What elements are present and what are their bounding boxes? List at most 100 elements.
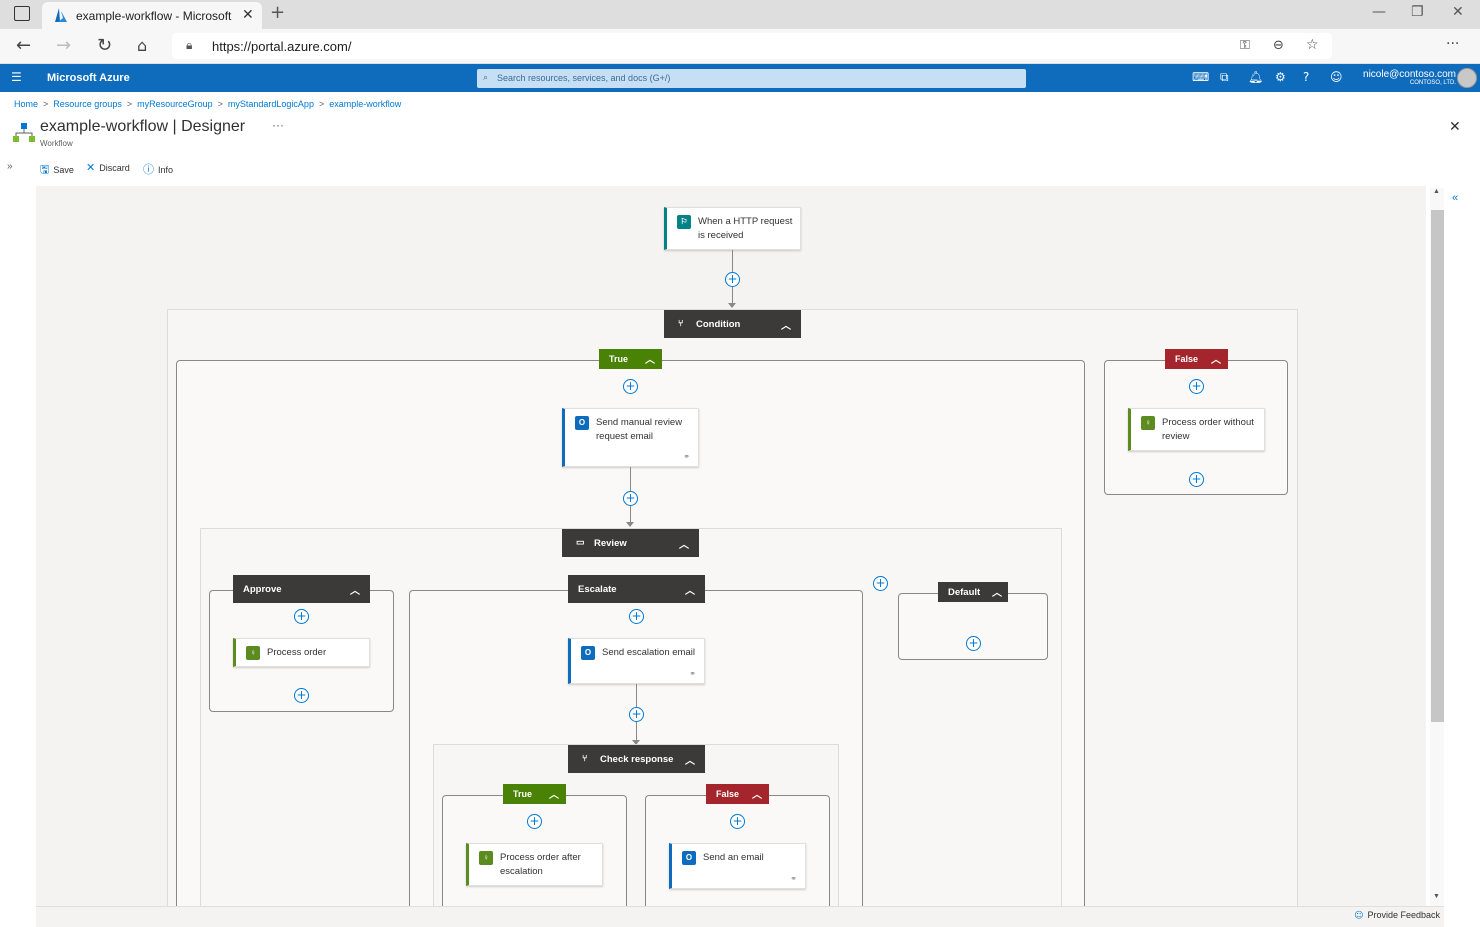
process-order-card[interactable]: ♀ Process order (233, 638, 370, 667)
close-blade-icon[interactable]: ✕ (1449, 119, 1461, 135)
scroll-down-icon[interactable]: ▼ (1433, 893, 1440, 900)
user-account[interactable]: nicole@contoso.com CONTOSO, LTD. (1363, 69, 1456, 86)
minimize-icon[interactable]: — (1372, 4, 1386, 20)
process-without-review-card[interactable]: ♀ Process order without review (1128, 408, 1265, 451)
collapse-chevron-icon: ︿ (685, 756, 695, 767)
review-header[interactable]: ▭ Review ︿ (562, 529, 699, 557)
add-step-button[interactable]: + (629, 609, 644, 624)
send-an-email-title: Send an email (703, 852, 764, 863)
inline-code-icon: ♀ (479, 851, 493, 865)
scroll-up-icon[interactable]: ▲ (1433, 188, 1440, 195)
breadcrumb-home[interactable]: Home (14, 99, 39, 109)
designer-canvas[interactable]: ⚐ When a HTTP request is received + ⑂ Co… (36, 186, 1426, 906)
expand-menu-icon[interactable]: » (7, 161, 13, 172)
trigger-title: When a HTTP request is received (698, 216, 793, 241)
scrollbar-thumb[interactable] (1431, 210, 1444, 722)
help-icon[interactable]: ? (1303, 70, 1310, 84)
key-icon[interactable]: ⚿ (1240, 38, 1250, 53)
directory-icon[interactable]: ⧉ (1220, 70, 1229, 84)
zoom-icon[interactable]: ⊖ (1273, 38, 1284, 53)
send-escalation-card[interactable]: O Send escalation email ⚭ (568, 638, 705, 684)
breadcrumb-resource-group[interactable]: myResourceGroup (137, 99, 213, 109)
breadcrumb-logic-app[interactable]: myStandardLogicApp (227, 99, 314, 109)
browser-tab-strip: example-workflow - Microsoft Azure ✕ + —… (0, 0, 1480, 29)
add-step-button[interactable]: + (629, 707, 644, 722)
avatar[interactable] (1457, 68, 1477, 88)
inline-code-icon: ♀ (246, 646, 260, 660)
add-step-button[interactable]: + (623, 379, 638, 394)
search-placeholder: Search resources, services, and docs (G+… (497, 73, 671, 83)
feedback-icon[interactable]: ☺ (1330, 70, 1343, 84)
browser-menu-icon[interactable] (14, 6, 30, 21)
settings-icon[interactable]: ⚙ (1275, 70, 1286, 84)
send-manual-review-card[interactable]: O Send manual review request email ⚭ (562, 408, 699, 467)
condition-header[interactable]: ⑂ Condition ︿ (664, 310, 801, 338)
collapse-chevron-icon: ︿ (350, 586, 360, 597)
tab-title: example-workflow - Microsoft Azure (76, 9, 234, 23)
save-button[interactable]: 🖫Save (40, 163, 74, 176)
azure-brand[interactable]: Microsoft Azure (47, 72, 130, 84)
discard-icon: ✕ (86, 161, 96, 174)
approve-header[interactable]: Approve ︿ (233, 575, 370, 603)
add-case-button[interactable]: + (873, 576, 888, 591)
portal-menu-icon[interactable]: ☰ (11, 70, 22, 84)
add-step-button[interactable]: + (725, 272, 740, 287)
home-icon[interactable]: ⌂ (137, 36, 148, 55)
breadcrumb-resource-groups[interactable]: Resource groups (53, 99, 122, 109)
notifications-icon[interactable]: 🔔︎ (1248, 70, 1264, 84)
collapse-panel-icon[interactable]: « (1452, 192, 1459, 204)
trigger-card[interactable]: ⚐ When a HTTP request is received (664, 207, 801, 250)
lock-icon[interactable]: 🔒︎ (186, 38, 193, 52)
address-bar-row: ← → ↻ ⌂ 🔒︎ https://portal.azure.com/ ⚿ ⊖… (0, 29, 1480, 64)
cloud-shell-icon[interactable]: ⌨ (1192, 70, 1210, 84)
more-menu-icon[interactable]: ··· (1446, 36, 1460, 52)
add-step-button[interactable]: + (730, 814, 745, 829)
page-subtitle: Workflow (40, 139, 73, 148)
url-field[interactable]: 🔒︎ https://portal.azure.com/ (172, 33, 1332, 59)
global-search-input[interactable]: ⌕ Search resources, services, and docs (… (477, 69, 1026, 88)
close-window-icon[interactable]: ✕ (1452, 4, 1464, 20)
breadcrumb-workflow[interactable]: example-workflow (329, 99, 402, 109)
back-icon[interactable]: ← (16, 35, 32, 56)
refresh-icon[interactable]: ↻ (97, 35, 113, 56)
link-icon: ⚭ (689, 669, 696, 678)
more-actions-icon[interactable]: ··· (272, 118, 284, 132)
feedback-icon: ☺ (1354, 911, 1364, 921)
default-header[interactable]: Default ︿ (938, 582, 1008, 602)
collapse-chevron-icon: ︿ (685, 586, 695, 597)
azure-top-bar: ☰ Microsoft Azure ⌕ Search resources, se… (0, 64, 1480, 92)
check-false-pill[interactable]: False︿ (706, 784, 769, 804)
add-step-button[interactable]: + (527, 814, 542, 829)
add-step-button[interactable]: + (1189, 379, 1204, 394)
new-tab-icon[interactable]: + (270, 2, 286, 23)
forward-icon[interactable]: → (56, 35, 72, 56)
discard-button[interactable]: ✕Discard (86, 161, 130, 174)
restore-icon[interactable]: ❐ (1411, 4, 1424, 20)
add-step-button[interactable]: + (966, 636, 981, 651)
add-step-button[interactable]: + (623, 491, 638, 506)
add-step-button[interactable]: + (1189, 472, 1204, 487)
browser-tab[interactable]: example-workflow - Microsoft Azure ✕ (42, 2, 262, 29)
collapse-chevron-icon: ︿ (992, 588, 1002, 599)
breadcrumb: Home>Resource groups>myResourceGroup>myS… (14, 99, 402, 109)
escalate-header[interactable]: Escalate ︿ (568, 575, 705, 603)
search-icon: ⌕ (483, 72, 489, 82)
check-true-pill[interactable]: True︿ (503, 784, 566, 804)
favorites-icon[interactable]: ☆ (1306, 37, 1319, 53)
provide-feedback-button[interactable]: ☺Provide Feedback (1354, 910, 1440, 921)
collapse-chevron-icon: ︿ (781, 321, 791, 332)
tab-close-icon[interactable]: ✕ (242, 6, 254, 22)
inline-code-icon: ♀ (1141, 416, 1155, 430)
save-icon: 🖫 (40, 163, 50, 176)
workflow-icon (13, 123, 35, 142)
true-branch-pill[interactable]: True︿ (599, 349, 662, 369)
outlook-icon: O (575, 416, 589, 430)
add-step-button[interactable]: + (294, 609, 309, 624)
send-an-email-card[interactable]: O Send an email ⚭ (669, 843, 806, 889)
process-after-escalation-card[interactable]: ♀ Process order after escalation (466, 843, 603, 886)
add-step-button[interactable]: + (294, 688, 309, 703)
outlook-icon: O (581, 646, 595, 660)
false-branch-pill[interactable]: False︿ (1165, 349, 1228, 369)
check-response-header[interactable]: ⑂ Check response ︿ (568, 745, 705, 773)
